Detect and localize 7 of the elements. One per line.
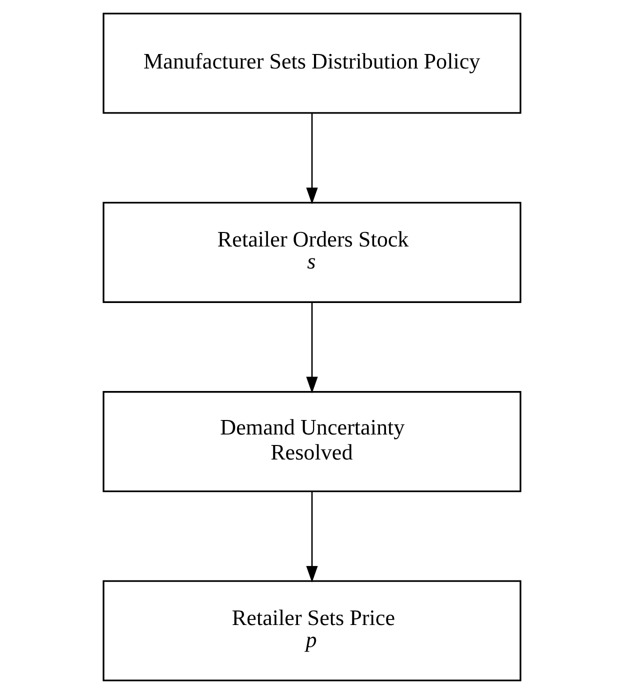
arrow [306, 491, 318, 583]
node-box: Retailer Sets Price p [102, 580, 521, 682]
node-box: Retailer Orders Stock s [102, 202, 521, 303]
arrow [306, 113, 318, 204]
node-box: Demand Uncertainty Resolved [102, 391, 521, 492]
arrow [306, 302, 318, 394]
node-box: Manufacturer Sets Distribution Policy [102, 12, 521, 114]
